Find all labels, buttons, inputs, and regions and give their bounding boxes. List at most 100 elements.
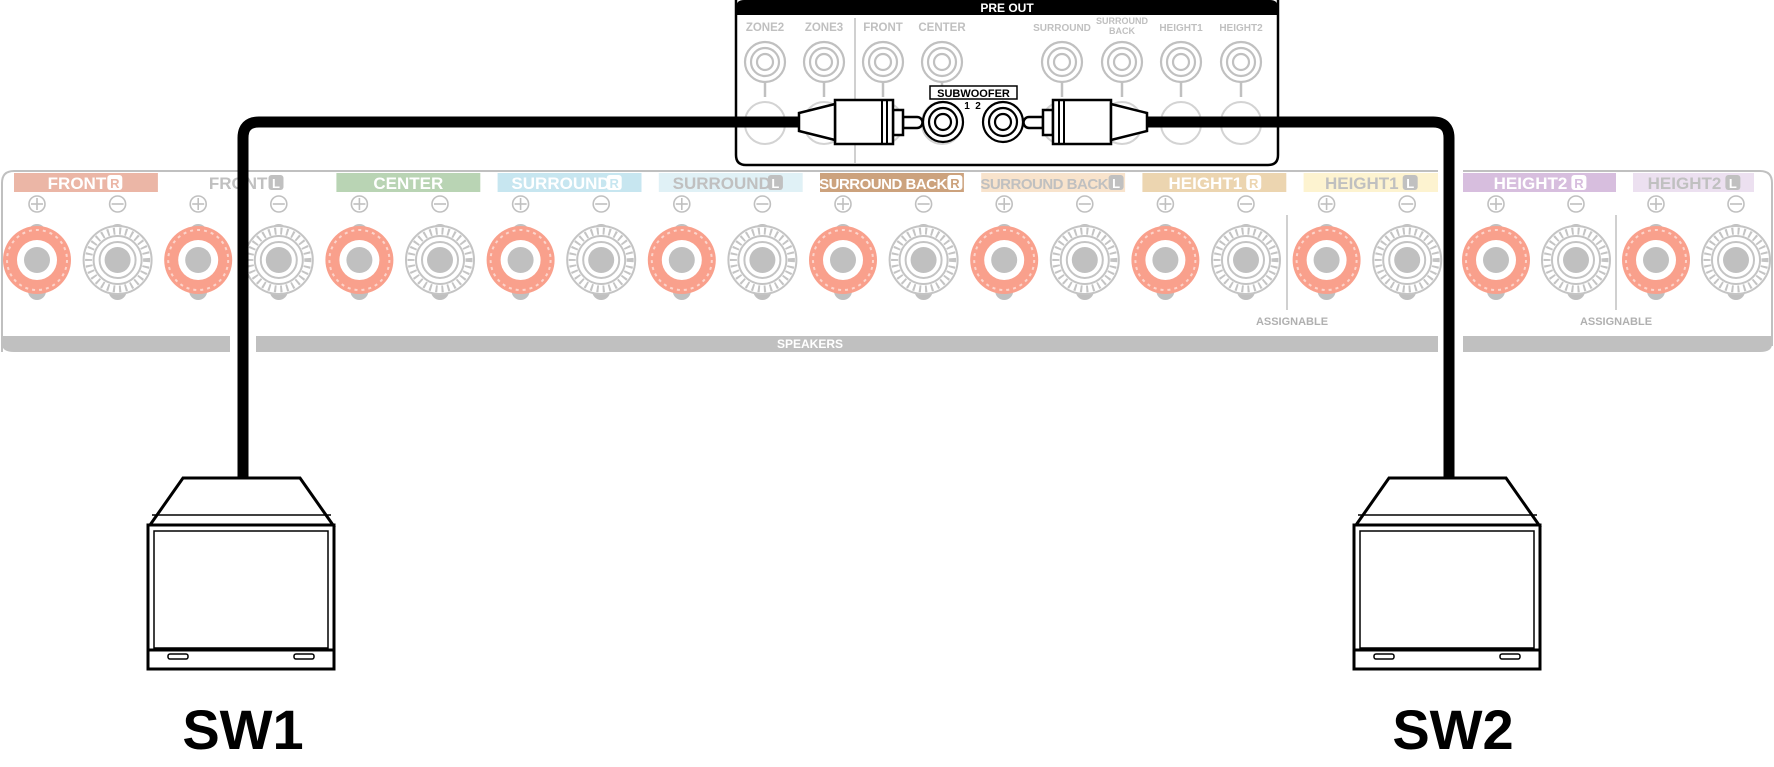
- terminal-post: [1071, 247, 1098, 273]
- terminal-post: [1723, 247, 1749, 273]
- terminal-post: [668, 247, 695, 273]
- terminal-knurl: [6, 229, 68, 291]
- rca-jack-ring: [873, 52, 893, 72]
- channel-side-letter: L: [1112, 176, 1120, 191]
- plus-symbol-icon: [995, 195, 1014, 213]
- subwoofer-top: [147, 476, 336, 527]
- channel-label-bg: [658, 173, 803, 192]
- subwoofer-grille: [1359, 530, 1535, 649]
- plus-symbol-icon: [834, 195, 852, 213]
- rca-jack-ring-lower: [1220, 123, 1262, 145]
- channel-label-text: HEIGHT2: [1648, 174, 1722, 193]
- channel-label-bg: [336, 173, 481, 192]
- pre-out-jack-height2: HEIGHT2: [1219, 23, 1263, 145]
- rca-jack-ring-lower: [744, 101, 786, 123]
- channel-label-text: SURROUND: [673, 174, 771, 193]
- terminal-knurl: [812, 229, 874, 291]
- channel-label-text: SURROUND: [511, 174, 609, 193]
- speakers-bar-label: SPEAKERS: [777, 337, 843, 351]
- terminal-knurl: [1295, 229, 1358, 291]
- terminal-post: [1563, 247, 1589, 273]
- terminal-post: [588, 247, 615, 273]
- subwoofer-jack-1: [921, 100, 965, 144]
- minus-symbol-icon: [1567, 195, 1585, 213]
- terminal-post: [991, 247, 1018, 273]
- minus-terminal: [1211, 195, 1281, 300]
- terminal-post: [104, 247, 131, 273]
- subwoofer-foot: [293, 653, 315, 660]
- speakers-bar-segment: [256, 336, 1438, 352]
- plus-symbol-icon: [1156, 195, 1175, 213]
- assignable-label: ASSIGNABLE: [1256, 316, 1328, 328]
- plus-terminal: [647, 195, 716, 300]
- channel-side-badge: [1725, 175, 1741, 190]
- channel-side-badge: [1571, 175, 1587, 190]
- rca-jack-ring: [808, 46, 840, 78]
- channel-label-bg: [981, 173, 1126, 192]
- subwoofer-foot: [1499, 653, 1521, 660]
- plus-terminal: [3, 195, 71, 300]
- speakers-bar-segment: [2, 336, 230, 352]
- subwoofer-top: [1353, 476, 1542, 527]
- channel-label-text: HEIGHT1: [1169, 174, 1243, 193]
- terminal-knurl: [729, 227, 795, 293]
- subwoofer-grille: [153, 530, 329, 649]
- channel-side-badge: [947, 175, 963, 190]
- sw1-label: SW1: [182, 698, 304, 761]
- pre-out-jack-label: ZONE3: [805, 22, 843, 34]
- plus-symbol-icon: [28, 195, 46, 213]
- minus-symbol-icon: [753, 195, 772, 213]
- channel-side-badge: [1402, 175, 1418, 190]
- minus-symbol-icon: [269, 195, 288, 213]
- rca-jack-ring: [933, 112, 953, 132]
- minus-symbol-icon: [1237, 195, 1255, 213]
- plug-pin: [901, 115, 917, 130]
- channel-side-letter: R: [950, 176, 960, 191]
- terminal-knurl: [650, 229, 713, 291]
- terminal-knurl: [568, 227, 634, 293]
- rca-jack-ring-lower: [1220, 101, 1262, 123]
- pre-out-jack-label: BACK: [1109, 26, 1135, 36]
- channel-side-letter: R: [610, 176, 620, 191]
- channel-label-text: FRONT: [48, 174, 107, 193]
- terminal-knurl: [407, 227, 473, 293]
- rca-jack-ring: [1112, 52, 1132, 72]
- rca-jack-ring: [1046, 46, 1078, 78]
- plug-body: [833, 98, 895, 146]
- minus-terminal: [1372, 195, 1443, 300]
- subwoofer-label: SUBWOOFER: [937, 88, 1010, 100]
- channel-side-letter: R: [1574, 176, 1584, 191]
- rca-jack-ring-lower: [1160, 101, 1202, 123]
- terminal-post: [24, 247, 50, 273]
- pre-out-jack-zone2: ZONE2: [743, 22, 787, 145]
- channel-label-bg: [497, 173, 642, 192]
- pre-out-jack-zone3: ZONE3: [802, 22, 846, 145]
- subwoofers: [146, 476, 1542, 671]
- rca-jack-ring: [755, 52, 775, 72]
- plus-terminal: [1622, 195, 1690, 300]
- rca-jack-ring-lower: [1160, 123, 1202, 145]
- plug-pin-tip: [1022, 115, 1030, 130]
- plus-terminal: [970, 195, 1039, 300]
- channel-label-text: HEIGHT2: [1494, 174, 1568, 193]
- terminal-knurl: [1465, 229, 1527, 291]
- minus-terminal: [82, 195, 153, 300]
- rca-jack-ring: [1165, 46, 1197, 78]
- minus-terminal: [1701, 195, 1771, 300]
- subwoofer-sw1: [146, 476, 336, 671]
- terminal-knurl: [973, 229, 1036, 291]
- channel-label-bg: [1633, 173, 1754, 192]
- cable-sw2: [1128, 116, 1455, 478]
- plus-symbol-icon: [1317, 195, 1336, 213]
- channel-side-badge: [268, 175, 284, 190]
- minus-symbol-icon: [1727, 195, 1745, 213]
- terminal-post: [1233, 247, 1259, 273]
- subwoofer-cables: [237, 98, 1455, 478]
- terminal-knurl: [489, 229, 552, 291]
